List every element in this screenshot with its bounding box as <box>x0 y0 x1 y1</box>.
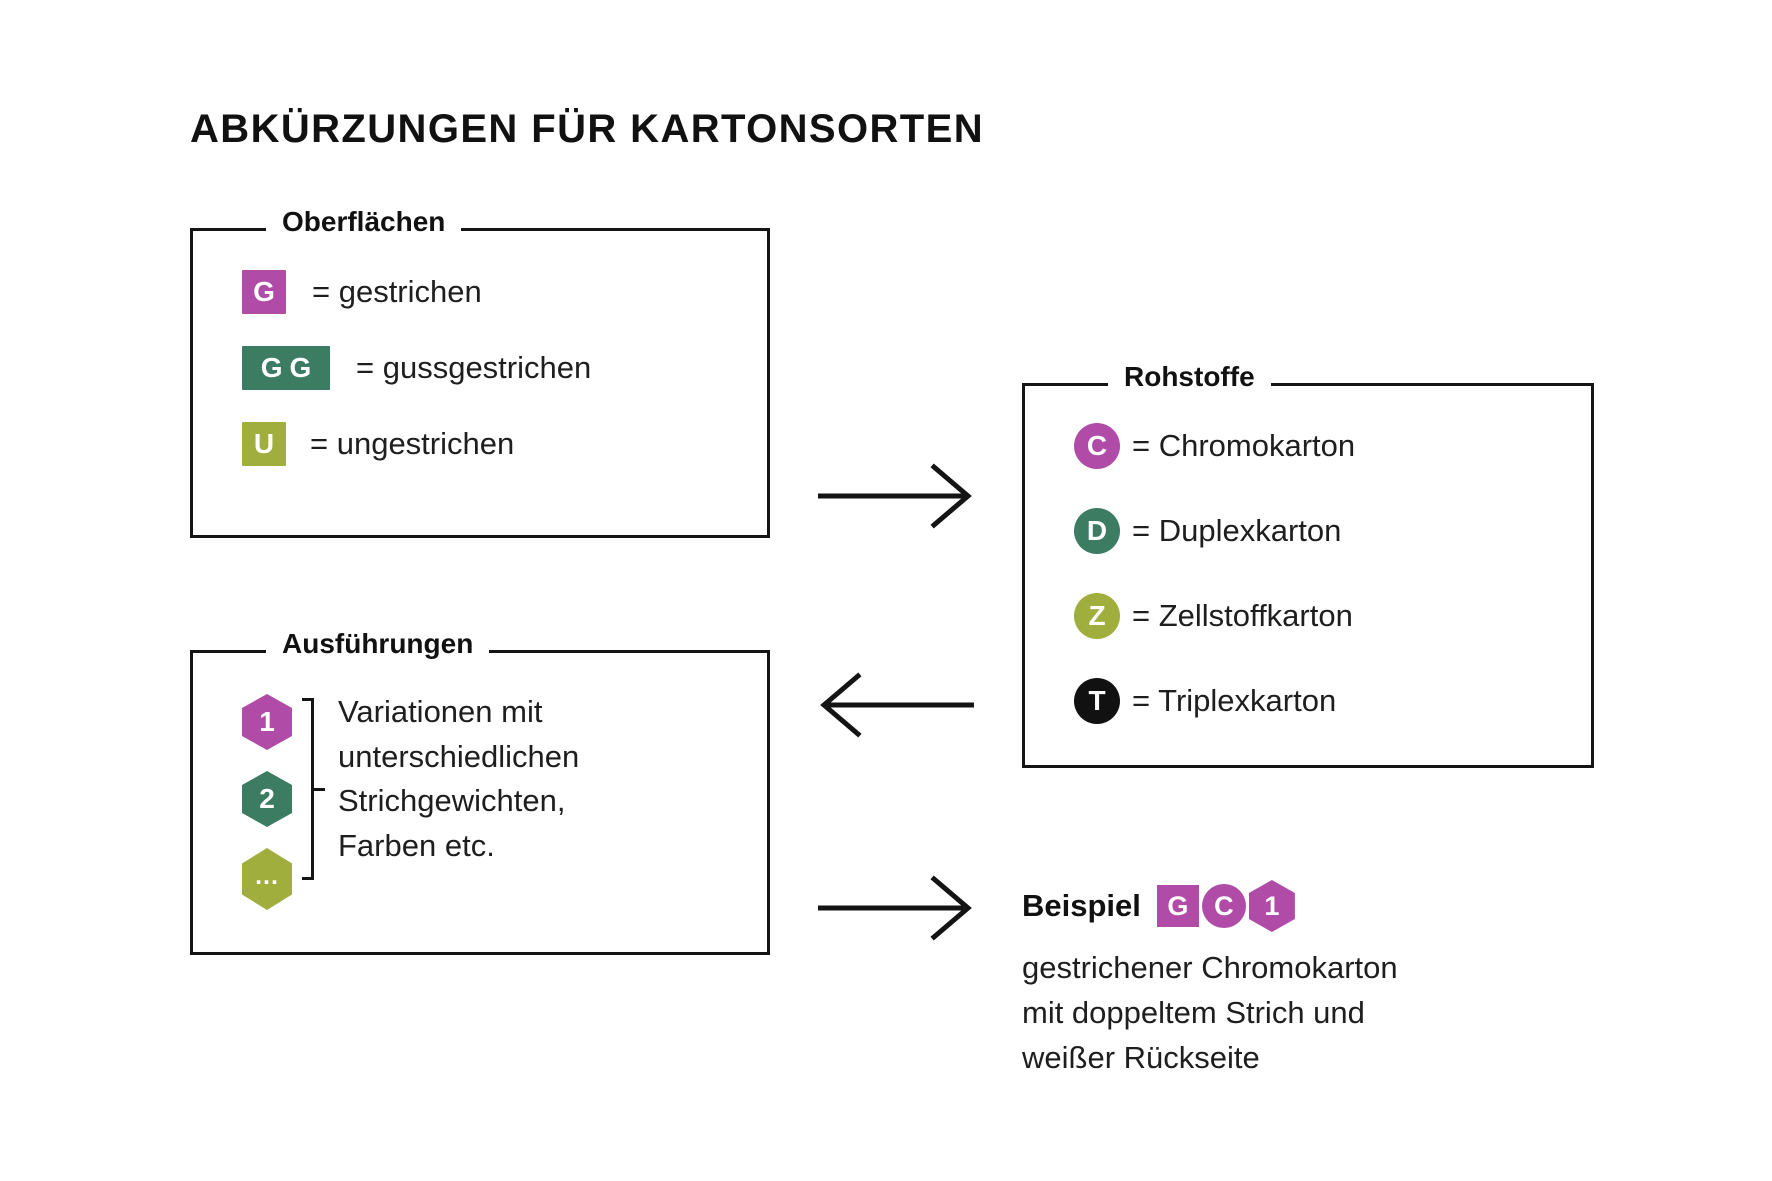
material-label-chromokarton: = Chromokarton <box>1132 428 1356 463</box>
material-label-triplexkarton: = Triplexkarton <box>1132 683 1337 718</box>
example-description: gestrichener Chromokarton mit doppeltem … <box>1022 946 1642 1081</box>
panel-versions-body: 1 2 ... Variationen mit unterschiedliche… <box>190 650 770 955</box>
material-row-triplexkarton: T = Triplexkarton <box>1074 678 1594 724</box>
badge-c-icon: C <box>1074 423 1120 469</box>
badge-2-icon: 2 <box>242 771 292 827</box>
badge-g-icon: G <box>242 270 286 314</box>
example-header: Beispiel G C 1 <box>1022 880 1642 932</box>
example-block: Beispiel G C 1 gestrichener Chromokarton… <box>1022 880 1642 1081</box>
surface-row-gestrichen: G = gestrichen <box>242 270 770 314</box>
page-title: ABKÜRZUNGEN FÜR KARTONSORTEN <box>190 106 985 151</box>
version-description: Variationen mit unterschiedlichen Strich… <box>338 690 579 869</box>
arrow-right-icon-surfaces-to-materials <box>816 463 976 529</box>
panel-surfaces-frame <box>190 228 770 538</box>
material-label-zellstoffkarton: = Zellstoffkarton <box>1132 598 1353 633</box>
panel-versions: Ausführungen 1 2 ... Variationen mit unt… <box>190 628 770 955</box>
badge-d-icon: D <box>1074 508 1120 554</box>
surface-label-gussgestrichen: = gussgestrichen <box>356 350 592 385</box>
version-description-line: Farben etc. <box>338 827 495 863</box>
curly-brace-icon <box>302 698 325 880</box>
arrow-right-icon-versions-to-example <box>816 875 976 941</box>
arrow-left-icon-materials-to-versions <box>816 672 976 738</box>
badge-u-icon: U <box>242 422 286 466</box>
version-description-line: Strichgewichten, <box>338 783 566 819</box>
example-description-line: mit doppeltem Strich und <box>1022 994 1365 1030</box>
panel-surfaces-body: G = gestrichen GG = gussgestrichen U = u… <box>190 228 770 538</box>
material-row-zellstoffkarton: Z = Zellstoffkarton <box>1074 593 1594 639</box>
example-badge-g-icon: G <box>1156 885 1199 927</box>
example-label: Beispiel <box>1022 888 1141 923</box>
badge-gg-icon: GG <box>242 346 330 390</box>
panel-materials-body: C = Chromokarton D = Duplexkarton Z = Ze… <box>1022 383 1594 768</box>
panel-materials-frame <box>1022 383 1594 768</box>
brace-tip-bottom <box>302 877 314 880</box>
example-description-line: gestrichener Chromokarton <box>1022 950 1398 985</box>
surface-label-gestrichen: = gestrichen <box>312 274 482 309</box>
version-description-line: Variationen mit <box>338 694 543 729</box>
panel-surfaces: Oberflächen G = gestrichen GG = gussgest… <box>190 206 770 538</box>
material-label-duplexkarton: = Duplexkarton <box>1132 513 1342 548</box>
panel-surfaces-legend: Oberflächen <box>266 206 462 238</box>
surface-row-ungestrichen: U = ungestrichen <box>242 422 770 466</box>
badge-z-icon: Z <box>1074 593 1120 639</box>
badge-ellipsis-icon: ... <box>242 848 292 910</box>
surface-row-gussgestrichen: GG = gussgestrichen <box>242 346 770 390</box>
panel-versions-legend: Ausführungen <box>266 628 490 660</box>
badge-t-icon: T <box>1074 678 1120 724</box>
material-row-chromokarton: C = Chromokarton <box>1074 423 1594 469</box>
example-description-line: weißer Rückseite <box>1022 1039 1260 1075</box>
panel-materials: Rohstoffe C = Chromokarton D = Duplexkar… <box>1022 361 1594 768</box>
material-row-duplexkarton: D = Duplexkarton <box>1074 508 1594 554</box>
example-badge-1-icon: 1 <box>1248 880 1295 932</box>
version-description-line: unterschiedlichen <box>338 738 580 774</box>
version-badge-column: 1 2 ... <box>242 690 292 910</box>
badge-1-icon: 1 <box>242 694 292 750</box>
brace-tip-top <box>302 698 314 701</box>
panel-materials-legend: Rohstoffe <box>1108 361 1271 393</box>
brace-tip-mid <box>311 787 325 791</box>
example-badge-c-icon: C <box>1201 884 1246 928</box>
surface-label-ungestrichen: = ungestrichen <box>310 426 515 461</box>
